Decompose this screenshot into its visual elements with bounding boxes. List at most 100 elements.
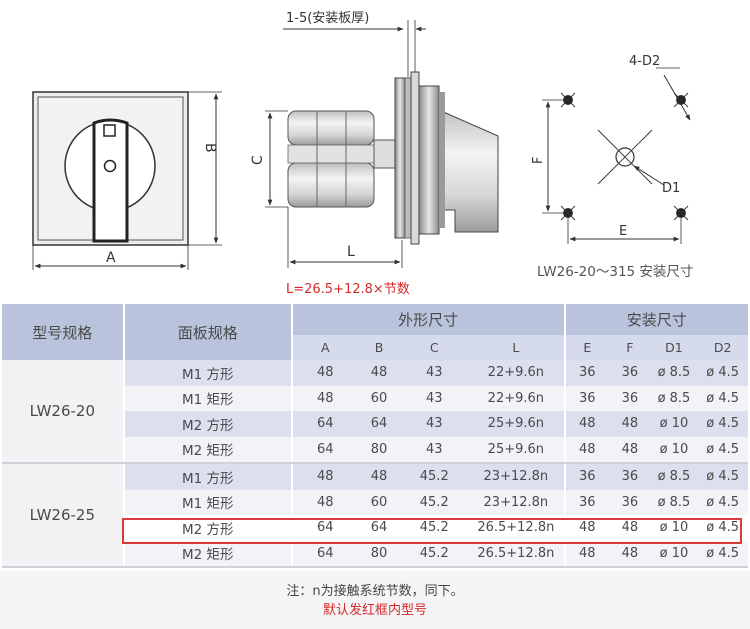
- cell-b: 48: [357, 463, 401, 490]
- col-l: L: [468, 335, 566, 360]
- col-d2: D2: [697, 335, 748, 360]
- cell-b: 60: [357, 489, 401, 515]
- cell-d1: ø 10: [650, 540, 698, 568]
- table-row: M1 矩形 48 60 45.2 23+12.8n 36 36 ø 8.5 ø …: [2, 489, 748, 515]
- front-view: B A: [32, 91, 222, 270]
- cell-c: 43: [400, 436, 469, 464]
- cell-b: 64: [357, 515, 401, 541]
- dim-e-label: E: [619, 224, 627, 239]
- cell-l: 25+9.6n: [468, 436, 566, 464]
- model-cell: LW26-25: [2, 463, 125, 568]
- cell-b: 64: [357, 411, 401, 437]
- mount-caption: LW26-20～315 安装尺寸: [537, 264, 693, 280]
- plate-thickness-label: 1-5(安装板厚): [286, 11, 369, 26]
- cell-d2: ø 4.5: [697, 411, 748, 437]
- dim-a-label: A: [106, 250, 116, 266]
- header-outer-dimensions: 外形尺寸: [291, 304, 566, 335]
- cell-d2: ø 4.5: [697, 385, 748, 411]
- cell-a: 64: [291, 540, 358, 568]
- col-f: F: [609, 335, 651, 360]
- cell-c: 45.2: [400, 540, 469, 568]
- cell-e: 36: [564, 360, 610, 386]
- header-model: 型号规格: [2, 304, 125, 360]
- cell-l: 22+9.6n: [468, 360, 566, 386]
- cell-c: 45.2: [400, 489, 469, 515]
- col-e: E: [564, 335, 610, 360]
- table-row: LW26-25 M1 方形 48 48 45.2 23+12.8n 36 36 …: [2, 463, 748, 568]
- cell-l: 26.5+12.8n: [468, 540, 566, 568]
- footer-note: 注：n为接触系统节数，同下。: [286, 584, 464, 599]
- cell-f: 48: [609, 411, 651, 437]
- dim-c-label: C: [250, 155, 266, 165]
- col-a: A: [291, 335, 358, 360]
- holes-label: 4-D2: [629, 54, 660, 69]
- footer-band: [0, 571, 750, 629]
- panel-cell: M2 矩形: [123, 540, 293, 568]
- cell-c: 45.2: [400, 463, 469, 490]
- panel-cell: M1 矩形: [123, 385, 293, 411]
- dim-d1-label: D1: [662, 181, 680, 196]
- cell-e: 36: [564, 385, 610, 411]
- cell-f: 36: [609, 463, 651, 490]
- dim-f-label: F: [531, 157, 546, 164]
- cell-l: 23+12.8n: [468, 489, 566, 515]
- cell-f: 48: [609, 540, 651, 568]
- table-row: M1 矩形 48 60 43 22+9.6n 36 36 ø 8.5 ø 4.5: [2, 385, 748, 411]
- cell-l: 26.5+12.8n: [468, 515, 566, 541]
- cell-b: 60: [357, 385, 401, 411]
- cell-d1: ø 8.5: [650, 385, 698, 411]
- header-panel: 面板规格: [123, 304, 293, 360]
- cell-a: 48: [291, 360, 358, 386]
- cell-d2: ø 4.5: [697, 515, 748, 541]
- cell-b: 80: [357, 540, 401, 568]
- cell-f: 36: [609, 489, 651, 515]
- cell-c: 43: [400, 385, 469, 411]
- col-c: C: [400, 335, 469, 360]
- cell-e: 48: [564, 436, 610, 464]
- cell-f: 36: [609, 360, 651, 386]
- table-row: LW26-20 M1 方形 48 48 43 22+9.6n 36 36 ø 8…: [2, 360, 748, 464]
- cell-d1: ø 10: [650, 436, 698, 464]
- cell-d1: ø 10: [650, 411, 698, 437]
- cell-a: 48: [291, 489, 358, 515]
- cell-b: 80: [357, 436, 401, 464]
- panel-cell: M2 方形: [123, 515, 293, 541]
- table-row: M2 矩形 64 80 45.2 26.5+12.8n 48 48 ø 10 ø…: [2, 540, 748, 568]
- technical-drawing: B A 1-5(安装板厚) C: [32, 11, 693, 297]
- cell-d2: ø 4.5: [697, 540, 748, 568]
- panel-cell: M2 方形: [123, 411, 293, 437]
- cell-f: 36: [609, 385, 651, 411]
- cell-l: 25+9.6n: [468, 411, 566, 437]
- cell-c: 43: [400, 360, 469, 386]
- table-row: M2 方形 64 64 43 25+9.6n 48 48 ø 10 ø 4.5: [2, 411, 748, 437]
- header-install-dimensions: 安装尺寸: [564, 304, 748, 335]
- cell-a: 48: [291, 385, 358, 411]
- cell-d2: ø 4.5: [697, 463, 748, 490]
- mount-view: 4-D2 D1 F E LW26-20～315 安装尺寸: [531, 54, 693, 280]
- spec-table: 型号规格 面板规格 外形尺寸 安装尺寸 A B C L E F D1 D2 LW…: [2, 304, 748, 568]
- cell-d1: ø 8.5: [650, 463, 698, 490]
- cell-d1: ø 10: [650, 515, 698, 541]
- cell-e: 48: [564, 515, 610, 541]
- cell-e: 48: [564, 540, 610, 568]
- cell-d2: ø 4.5: [697, 489, 748, 515]
- default-model-note: 默认发红框内型号: [322, 603, 427, 618]
- panel-cell: M1 矩形: [123, 489, 293, 515]
- cell-a: 64: [291, 515, 358, 541]
- model-cell: LW26-20: [2, 360, 125, 464]
- cell-e: 36: [564, 489, 610, 515]
- cell-e: 36: [564, 463, 610, 490]
- cell-f: 48: [609, 436, 651, 464]
- cell-e: 48: [564, 411, 610, 437]
- cell-c: 43: [400, 411, 469, 437]
- cell-l: 22+9.6n: [468, 385, 566, 411]
- cell-a: 64: [291, 411, 358, 437]
- cell-f: 48: [609, 515, 651, 541]
- col-d1: D1: [650, 335, 698, 360]
- dim-l-label: L: [347, 244, 355, 260]
- cell-a: 64: [291, 436, 358, 464]
- col-b: B: [357, 335, 401, 360]
- side-view: 1-5(安装板厚) C L L=26.5+12.8×节数: [250, 11, 499, 297]
- cell-d2: ø 4.5: [697, 436, 748, 464]
- table-row: M2 矩形 64 80 43 25+9.6n 48 48 ø 10 ø 4.5: [2, 436, 748, 464]
